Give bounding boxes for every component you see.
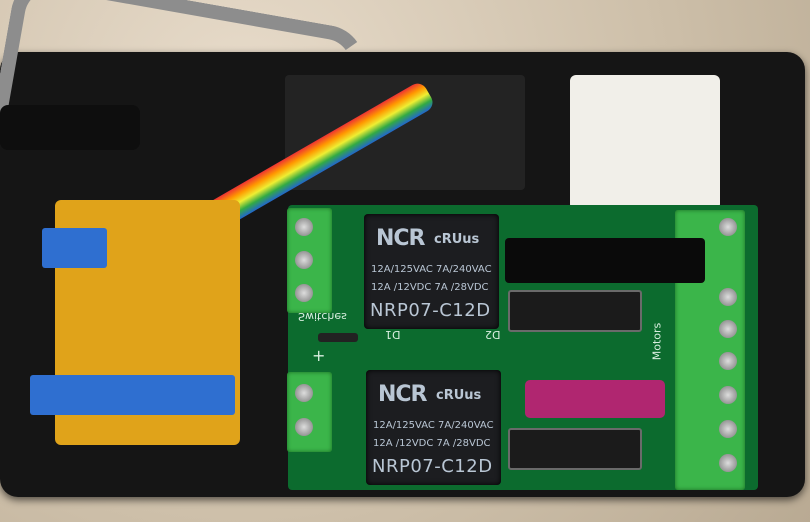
fuse-socket: [508, 428, 642, 470]
silk-d2: D2: [485, 328, 501, 341]
usb-cable: [0, 105, 140, 150]
blue-terminal-large: [30, 375, 235, 415]
relay-bottom: NCR cRUus 12A/125VAC 7A/240VAC 12A /12VD…: [366, 370, 501, 485]
fuse-socket: [508, 290, 642, 332]
relay-top: NCR cRUus 12A/125VAC 7A/240VAC 12A /12VD…: [364, 214, 499, 329]
relay-ac-rating: 12A/125VAC 7A/240VAC: [371, 264, 492, 275]
silk-motors: Motors: [650, 322, 664, 361]
diode-d1: [318, 333, 358, 342]
switches-terminal: [287, 208, 332, 313]
relay-model: NRP07-C12D: [372, 456, 493, 477]
blade-fuse[interactable]: [525, 380, 665, 418]
silk-switches: Switches: [298, 310, 347, 323]
relay-dc-rating: 12A /12VDC 7A /28VDC: [373, 438, 491, 449]
relay-brand: NCR: [378, 382, 427, 407]
silk-plus: +: [312, 346, 326, 365]
relay-cert-mark: cRUus: [436, 388, 482, 403]
terminal-connector-block: [570, 75, 720, 210]
relay-brand: NCR: [376, 226, 425, 251]
blue-terminal-small: [42, 228, 107, 268]
relay-ac-rating: 12A/125VAC 7A/240VAC: [373, 420, 494, 431]
silk-d1: D1: [385, 328, 401, 341]
relay-cert-mark: cRUus: [434, 232, 480, 247]
relay-model: NRP07-C12D: [370, 300, 491, 321]
power-terminal: [287, 372, 332, 452]
relay-dc-rating: 12A /12VDC 7A /28VDC: [371, 282, 489, 293]
black-heatshrink: [505, 238, 705, 283]
